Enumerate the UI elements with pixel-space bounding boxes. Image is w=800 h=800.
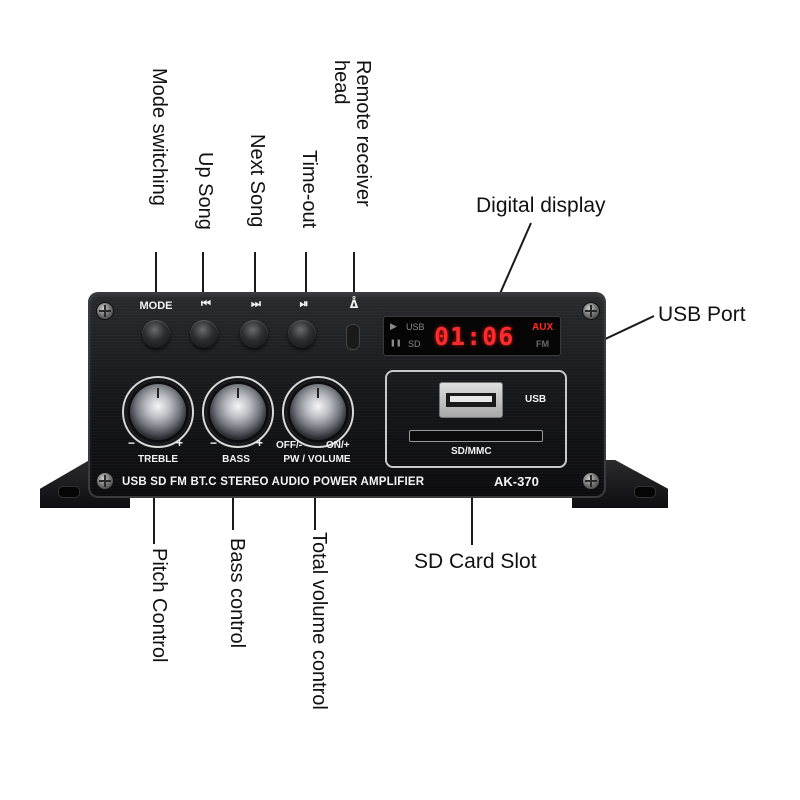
leader-remote bbox=[353, 252, 355, 296]
label-total-volume-control: Total volume control bbox=[308, 532, 330, 710]
volume-knob-cap bbox=[290, 384, 346, 440]
up-song-button[interactable] bbox=[190, 320, 218, 348]
mount-hole-right bbox=[634, 486, 656, 498]
display-aux-indicator: AUX bbox=[532, 322, 554, 333]
usb-port[interactable] bbox=[439, 382, 503, 418]
screw-bottom-right bbox=[582, 472, 600, 490]
prev-icon: ⏮ bbox=[201, 298, 211, 310]
treble-plus: + bbox=[176, 436, 184, 450]
next-icon: ⏭ bbox=[251, 298, 261, 310]
display-fm-indicator: FM bbox=[536, 339, 549, 349]
label-bass-control: Bass control bbox=[226, 538, 248, 649]
usb-port-label: USB bbox=[525, 394, 547, 405]
display-digits: 01:06 bbox=[434, 322, 515, 351]
leader-time-out bbox=[305, 252, 307, 296]
product-description-strip: USB SD FM BT.C STEREO AUDIO POWER AMPLIF… bbox=[122, 476, 425, 488]
treble-knob[interactable] bbox=[122, 376, 194, 448]
bass-label: BASS bbox=[222, 454, 250, 465]
media-port-panel: USB SD/MMC bbox=[385, 370, 567, 468]
bass-knob-cap bbox=[210, 384, 266, 440]
volume-on-label: ON/+ bbox=[326, 440, 350, 451]
next-song-button[interactable] bbox=[240, 320, 268, 348]
screw-top-left bbox=[96, 302, 114, 320]
leader-next-song bbox=[254, 252, 256, 296]
mode-button[interactable] bbox=[142, 320, 170, 348]
volume-off-label: OFF/- bbox=[276, 440, 303, 451]
volume-knob[interactable] bbox=[282, 376, 354, 448]
label-sd-card-slot: SD Card Slot bbox=[414, 550, 537, 573]
screw-bottom-left bbox=[96, 472, 114, 490]
treble-minus: − bbox=[128, 436, 136, 450]
label-pitch-control: Pitch Control bbox=[148, 548, 170, 663]
leader-mode bbox=[155, 252, 157, 296]
bass-knob[interactable] bbox=[202, 376, 274, 448]
label-digital-display: Digital display bbox=[476, 194, 606, 217]
leader-up-song bbox=[202, 252, 204, 296]
bass-minus: − bbox=[210, 436, 218, 450]
display-usb-indicator: USB bbox=[406, 322, 425, 332]
digital-display: ▶ USB ❚❚ SD 01:06 AUX FM bbox=[383, 316, 561, 356]
bass-plus: + bbox=[256, 436, 264, 450]
sd-slot-label: SD/MMC bbox=[451, 446, 492, 457]
treble-label: TREBLE bbox=[138, 454, 178, 465]
remote-signal-icon: ᐂ bbox=[349, 299, 359, 311]
play-pause-icon: ⏯ bbox=[299, 298, 309, 310]
pause-indicator-icon: ❚❚ bbox=[390, 340, 402, 347]
mount-hole-left bbox=[58, 486, 80, 498]
time-out-button[interactable] bbox=[288, 320, 316, 348]
leader-treble bbox=[153, 460, 155, 544]
model-number: AK-370 bbox=[494, 474, 539, 489]
mode-button-label: MODE bbox=[139, 300, 173, 312]
sd-card-slot[interactable] bbox=[409, 430, 543, 442]
treble-knob-cap bbox=[130, 384, 186, 440]
play-indicator-icon: ▶ bbox=[390, 321, 397, 331]
label-usb-port: USB Port bbox=[658, 303, 746, 326]
volume-label: PW / VOLUME bbox=[283, 454, 351, 465]
screw-top-right bbox=[582, 302, 600, 320]
remote-receiver-window bbox=[346, 324, 360, 350]
display-sd-indicator: SD bbox=[408, 339, 421, 349]
